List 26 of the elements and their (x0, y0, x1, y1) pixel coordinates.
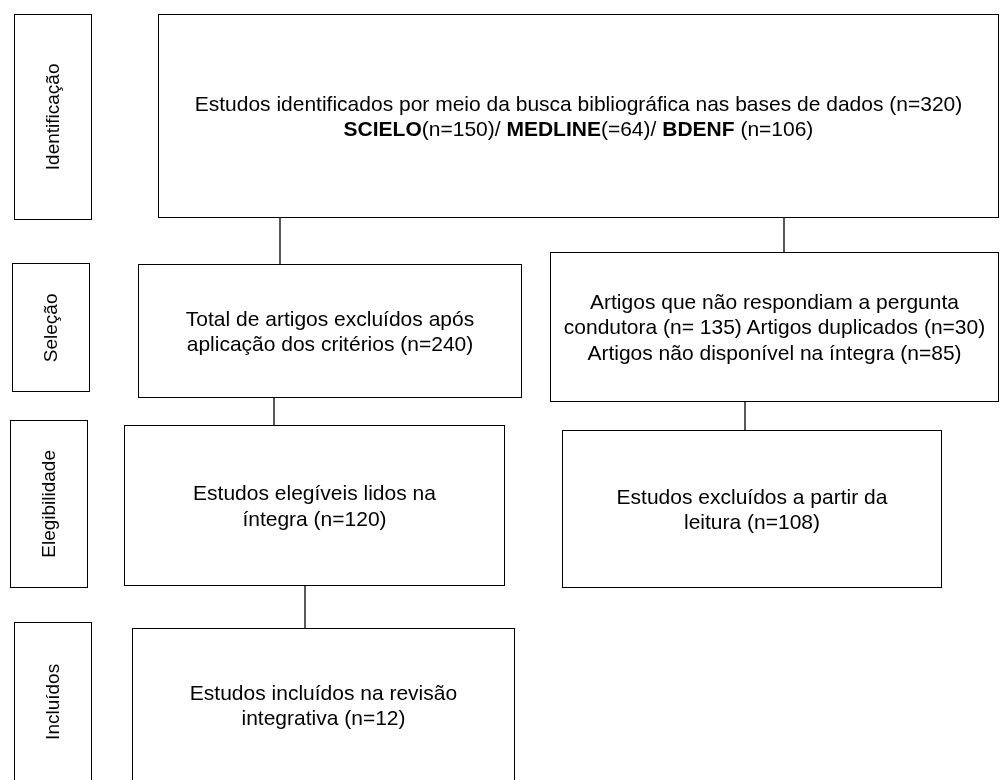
process-box (158, 14, 999, 218)
box-text: Estudos excluídos a partir da leitura (n=108) (615, 483, 889, 535)
connector-line (744, 401, 746, 431)
box-text: Estudos incluídos na revisão integrativa (n=12) (188, 679, 459, 731)
stage-label-box (10, 420, 88, 588)
process-box (138, 264, 522, 398)
process-box (550, 252, 999, 402)
box-text: Artigos que não respondiam a pergunta condutora (n= 135) Artigos duplicados (n=30) Artigos não disponível na íntegra (n=85) (562, 289, 987, 365)
stage-label-box (14, 14, 92, 220)
box-text: Estudos identificados por meio da busca bibliográfica nas bases de dados (n=320) (194, 90, 963, 116)
stage-label: Incluídos (41, 664, 65, 740)
stage-label: Identificação (41, 63, 65, 171)
process-box (124, 425, 505, 586)
box-text: Total de artigos excluídos após aplicação dos critérios (n=240) (184, 305, 476, 357)
connector-line (273, 397, 275, 426)
connector-line (783, 217, 785, 253)
connector-line (304, 585, 306, 629)
connector-line (279, 217, 281, 265)
stage-label-box (12, 263, 90, 392)
stage-label: Elegibilidade (37, 450, 61, 558)
process-box (132, 628, 515, 780)
box-text: SCIELO(n=150)/ MEDLINE(=64)/ BDENF (n=106) (343, 116, 814, 142)
stage-label-box (14, 622, 92, 780)
box-text: Estudos elegíveis lidos na íntegra (n=120) (192, 480, 437, 531)
stage-label: Seleção (39, 293, 63, 362)
process-box (562, 430, 942, 588)
